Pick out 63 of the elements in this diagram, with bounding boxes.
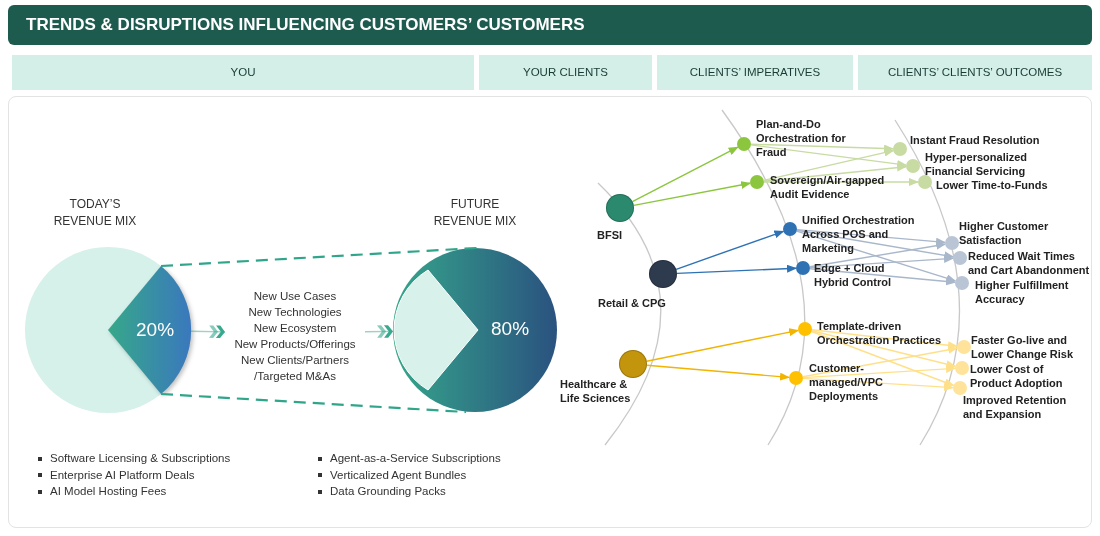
pie-heading: TODAY’S REVENUE MIX [52, 196, 138, 230]
node-label: Higher Fulfillment Accuracy [975, 278, 1070, 306]
node-label: Edge + Cloud Hybrid Control [814, 261, 892, 289]
node-label: Instant Fraud Resolution [910, 133, 1041, 147]
node-label: Retail & CPG [598, 296, 667, 310]
dashed-connector [160, 246, 477, 268]
text-line: New Technologies [247, 305, 343, 320]
bullet-item: Software Licensing & Subscriptions [38, 450, 231, 467]
text-line: New Products/Offerings [233, 337, 357, 352]
node-label: Hyper-personalized Financial Servicing [925, 150, 1029, 178]
percent-label: 80% [491, 318, 530, 340]
arrow [675, 230, 785, 270]
arrow [809, 241, 947, 268]
column-header: CLIENTS’ CLIENTS’ OUTCOMES [858, 55, 1092, 90]
node-label: Reduced Wait Times and Cart Abandonment [968, 249, 1091, 277]
arrow [633, 181, 752, 207]
node-label: Unified Orchestration Across POS and Marketing [802, 213, 916, 255]
arrow [802, 364, 956, 379]
node-label: Template-driven Orchestration Practices [817, 319, 943, 347]
arrow [676, 264, 797, 275]
node-label: Healthcare & Life Sciences [560, 377, 632, 405]
arrow [809, 268, 956, 286]
arrow [763, 163, 907, 182]
node-label: Lower Cost of Product Adoption [970, 362, 1064, 390]
column-header: CLIENTS’ IMPERATIVES [657, 55, 853, 90]
arrow [646, 364, 790, 381]
bullet-item: Agent-as-a-Service Subscriptions [318, 450, 501, 467]
arrow [809, 255, 954, 269]
node-label: Customer-managed/VPC Deployments [809, 361, 884, 403]
arrow [750, 143, 894, 153]
arrow [646, 328, 800, 362]
percent-label: 20% [136, 319, 175, 341]
node-label: Lower Time-to-Funds [936, 178, 1049, 192]
bullet-item: Data Grounding Packs [318, 483, 446, 500]
node-label: Higher Customer Satisfaction [959, 219, 1050, 247]
node-label: Sovereign/Air-gapped Audit Evidence [770, 173, 886, 201]
arrow [802, 377, 954, 392]
text-line: New Ecosystem [252, 321, 338, 336]
bullet-item: Verticalized Agent Bundles [318, 466, 467, 483]
arrow [811, 329, 958, 350]
arrow [802, 346, 959, 378]
node-label: Faster Go-live and Lower Change Risk [971, 333, 1075, 361]
node-label: BFSI [597, 228, 624, 242]
arrow [796, 229, 955, 260]
arrow [763, 178, 919, 186]
arrow [796, 228, 946, 246]
node-label: Plan-and-Do Orchestration for Fraud [756, 117, 847, 159]
bullet-item: AI Model Hosting Fees [38, 483, 167, 500]
arrow [810, 330, 955, 387]
column-header: YOU [12, 55, 474, 90]
node-label: Improved Retention and Expansion [963, 393, 1068, 421]
arrow [763, 148, 895, 182]
column-header: YOUR CLIENTS [479, 55, 652, 90]
arrow [796, 230, 957, 282]
arrow [750, 144, 908, 168]
title-bar: TRENDS & DISRUPTIONS INFLUENCING CUSTOMERS’ CUSTOMERS [8, 5, 1092, 45]
arrow [631, 146, 739, 203]
text-line: New Use Cases [252, 289, 338, 304]
dashed-connector [160, 392, 467, 414]
pie-heading: FUTURE REVENUE MIX [432, 196, 518, 230]
arrow [811, 330, 957, 368]
text-line: New Clients/Partners /Targeted M&As [240, 353, 350, 384]
bullet-item: Enterprise AI Platform Deals [38, 466, 195, 483]
